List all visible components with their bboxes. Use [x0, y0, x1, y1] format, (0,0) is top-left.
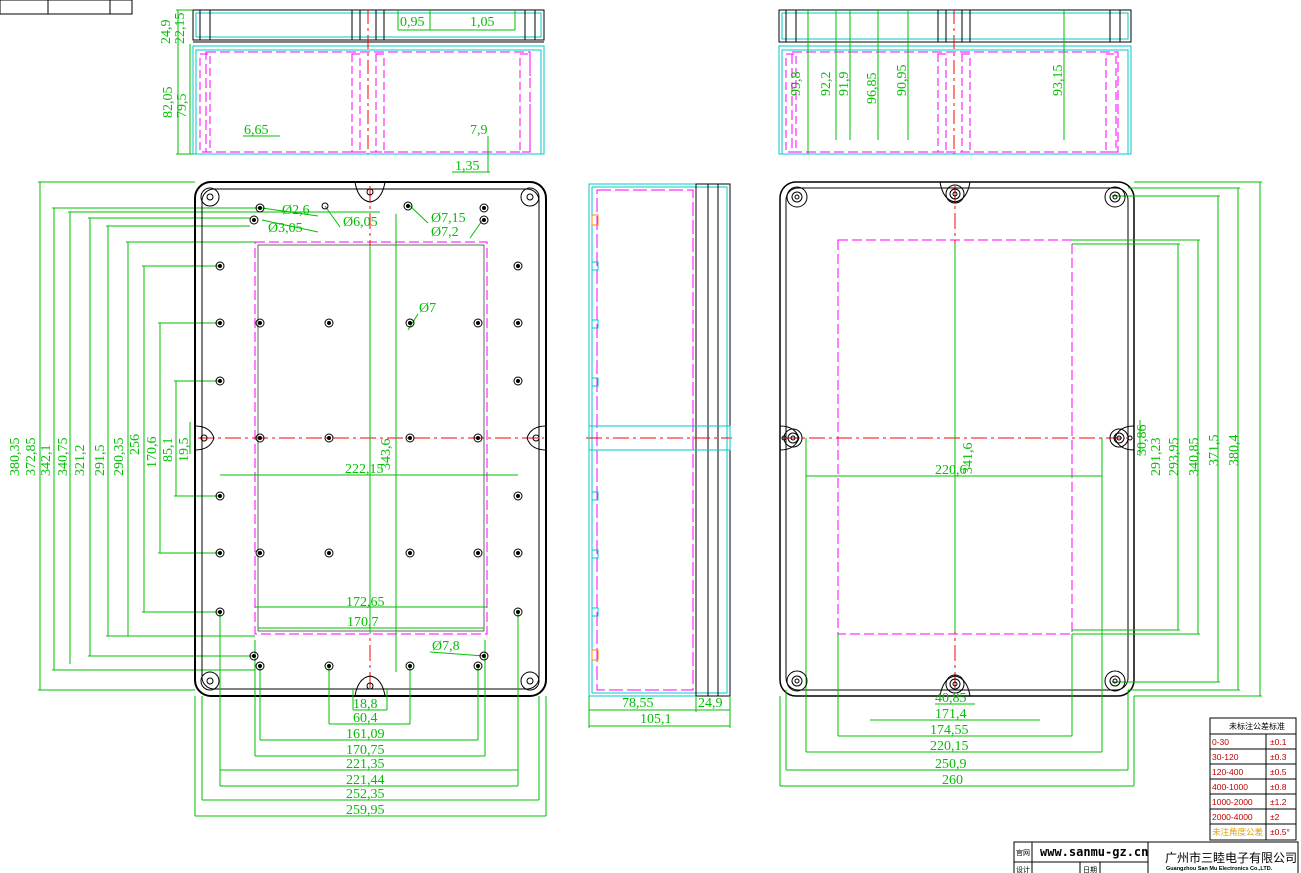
dim-1-05: 1,05	[470, 15, 495, 30]
tol-range-2: 120-400	[1212, 767, 1243, 777]
dim-7-9: 7,9	[470, 123, 488, 138]
tol-range-5: 2000-4000	[1212, 812, 1253, 822]
dim-380-35: 380,35	[8, 438, 23, 477]
site-label: 官网	[1016, 848, 1030, 857]
dim-105-1: 105,1	[640, 712, 672, 727]
tol-value-1: ±0.3	[1270, 752, 1287, 762]
dim-170-75: 170,75	[346, 743, 385, 758]
dim-92-2: 92,2	[819, 72, 834, 97]
dim-18-8: 18,8	[353, 697, 378, 712]
dim-252-35: 252,35	[346, 787, 385, 802]
dim-321-2: 321,2	[73, 445, 88, 477]
dim-170-6: 170,6	[145, 437, 160, 469]
dim-78-55: 78,55	[622, 696, 654, 711]
dim-340-75: 340,75	[56, 438, 71, 477]
tol-value-6: ±0.5°	[1270, 827, 1290, 837]
dim-250-9: 250,9	[935, 757, 967, 772]
tol-range-4: 1000-2000	[1212, 797, 1253, 807]
dim-221-44: 221,44	[346, 773, 385, 788]
tol-range-6: 未注角度公差	[1212, 827, 1263, 837]
dim-372-85: 372,85	[24, 438, 39, 477]
hole-d2-6: Ø2,6	[282, 203, 310, 218]
hole-d7-2: Ø7,2	[431, 225, 459, 240]
dim-222-15: 222,15	[345, 462, 384, 477]
title-block: 官网 www.sanmu-gz.cn 广州市三睦电子有限公司 Guangzhou…	[1013, 841, 1299, 873]
dim-79-5: 79,5	[175, 94, 190, 119]
tolerance-title: 未标注公差标准	[1229, 721, 1285, 731]
tolerance-table: 未标注公差标准 0-30 ±0.1 30-120 ±0.3 120-400 ±0…	[1209, 717, 1297, 841]
dim-221-35: 221,35	[346, 757, 385, 772]
dim-24-9-side: 24,9	[698, 696, 723, 711]
dim-99-8: 99,8	[789, 72, 804, 97]
tol-range-3: 400-1000	[1212, 782, 1248, 792]
dim-293-95: 293,95	[1167, 438, 1182, 477]
dim-291-23: 291,23	[1149, 438, 1164, 477]
front-view: 380,35 372,85 342,1 340,75 321,2 291,5 2…	[8, 181, 547, 818]
dim-340-85: 340,85	[1187, 438, 1202, 477]
dim-30-86: 30,86	[1135, 425, 1150, 457]
hole-d6-05: Ø6,05	[343, 215, 378, 230]
dim-170-7: 170,7	[347, 615, 379, 630]
back-view: 341,6 220,6 30,86 291,23 293,95 340,85 3…	[779, 181, 1262, 788]
dim-19-5: 19,5	[177, 438, 192, 463]
hole-d3-05: Ø3,05	[268, 221, 303, 236]
tol-range-0: 0-30	[1212, 737, 1229, 747]
dim-291-5: 291,5	[93, 445, 108, 477]
dim-90-95: 90,95	[895, 65, 910, 97]
dim-6-65: 6,65	[244, 123, 269, 138]
dim-82-05: 82,05	[161, 87, 176, 119]
dim-0-95: 0,95	[400, 15, 425, 30]
dim-172-65: 172,65	[346, 595, 385, 610]
dim-22-15: 22,15	[173, 13, 188, 45]
dim-343-6: 343,6	[379, 439, 394, 471]
company-name-cn: 广州市三睦电子有限公司	[1165, 850, 1297, 865]
dim-96-85: 96,85	[865, 73, 880, 105]
tol-value-0: ±0.1	[1270, 737, 1287, 747]
dim-341-6: 341,6	[961, 443, 976, 475]
dim-161-09: 161,09	[346, 727, 385, 742]
dim-220-15: 220,15	[930, 739, 969, 754]
dim-174-55: 174,55	[930, 723, 969, 738]
hole-d7-15: Ø7,15	[431, 211, 466, 226]
corner-table-fragment	[0, 0, 133, 15]
dim-1-35: 1,35	[455, 159, 480, 174]
dim-290-35: 290,35	[112, 438, 127, 477]
dim-40-85: 40,85	[935, 691, 967, 706]
tol-value-5: ±2	[1270, 812, 1280, 822]
tol-value-4: ±1.2	[1270, 797, 1287, 807]
dim-24-9: 24,9	[159, 20, 174, 45]
dim-371-5: 371,5	[1207, 435, 1222, 467]
side-view: 78,55 24,9 105,1	[586, 183, 732, 728]
dim-259-95: 259,95	[346, 803, 385, 818]
top-view-right: 99,8 92,2 91,9 96,85 90,95 93,15	[778, 9, 1132, 155]
website: www.sanmu-gz.cn	[1040, 845, 1148, 859]
dim-260: 260	[942, 773, 963, 788]
dim-256: 256	[128, 434, 143, 455]
hole-d7: Ø7	[419, 301, 436, 316]
tol-range-1: 30-120	[1212, 752, 1239, 762]
dim-171-4: 171,4	[935, 707, 967, 722]
date-label: 日期	[1083, 866, 1097, 873]
dim-380-4: 380,4	[1227, 435, 1242, 467]
tol-value-3: ±0.8	[1270, 782, 1287, 792]
dim-342-1: 342,1	[39, 445, 54, 477]
tol-value-2: ±0.5	[1270, 767, 1287, 777]
top-view-left: 24,9 22,15 0,95 1,05 82,05 79,5 6,65 7,9…	[159, 9, 545, 174]
hole-d7-8: Ø7,8	[432, 639, 460, 654]
dim-85-1: 85,1	[161, 438, 176, 463]
dim-220-6: 220,6	[935, 463, 967, 478]
dim-91-9: 91,9	[837, 72, 852, 97]
dim-60-4: 60,4	[353, 711, 378, 726]
design-label: 设计	[1016, 865, 1030, 873]
company-name-en: Guangzhou San Mu Electronics Co.,LTD.	[1166, 866, 1273, 872]
dim-93-15: 93,15	[1051, 65, 1066, 97]
